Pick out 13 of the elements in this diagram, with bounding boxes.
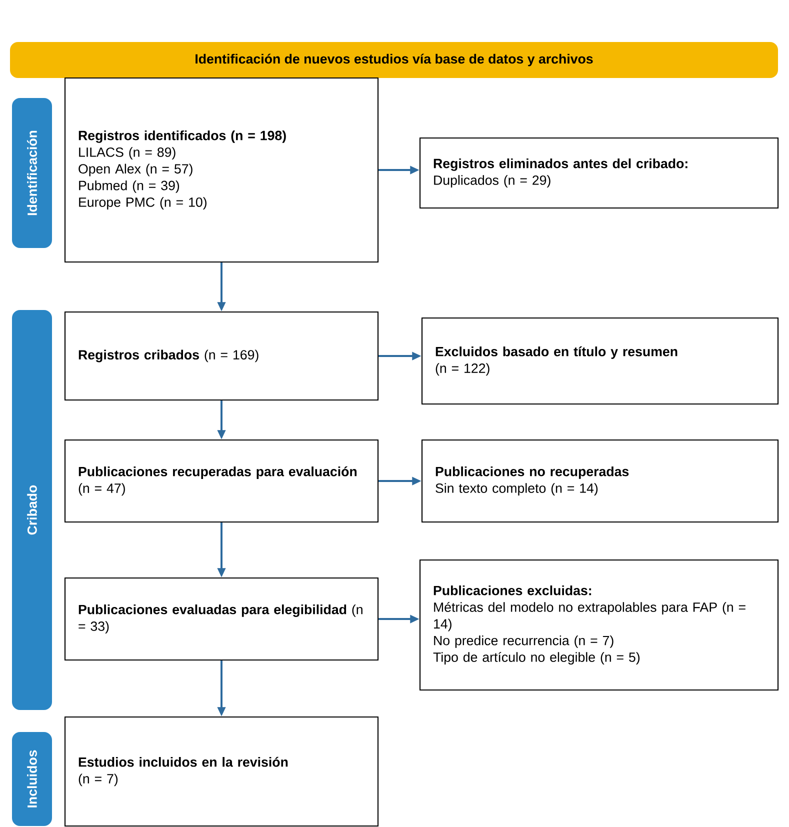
section-banner: Identificación de nuevos estudios vía base de datos y archivos: [10, 42, 778, 78]
process-box: Publicaciones excluidas: Métricas del modelo no extrapolables para FAP (n = 14) No predice recurrencia (n = 7) Tipo de artículo no elegible (n = 5): [419, 559, 779, 691]
stage-band: Incluidos: [12, 732, 52, 826]
stage-band: Cribado: [12, 310, 52, 710]
process-box: Publicaciones recuperadas para evaluación (n = 47): [64, 439, 379, 523]
stage-band: Identificación: [12, 98, 52, 248]
process-box: Registros eliminados antes del cribado: Duplicados (n = 29): [419, 137, 779, 209]
process-box: Publicaciones evaluadas para elegibilidad (n = 33): [64, 577, 379, 661]
process-box: Registros identificados (n = 198) LILACS (n = 89) Open Alex (n = 57) Pubmed (n = 39) Europe PMC (n = 10): [64, 77, 379, 263]
process-box: Estudios incluidos en la revisión (n = 7): [64, 716, 379, 827]
process-box: Excluidos basado en título y resumen (n = 122): [421, 317, 779, 405]
process-box: Registros cribados (n = 169): [64, 311, 379, 401]
process-box: Publicaciones no recuperadas Sin texto completo (n = 14): [421, 439, 779, 523]
